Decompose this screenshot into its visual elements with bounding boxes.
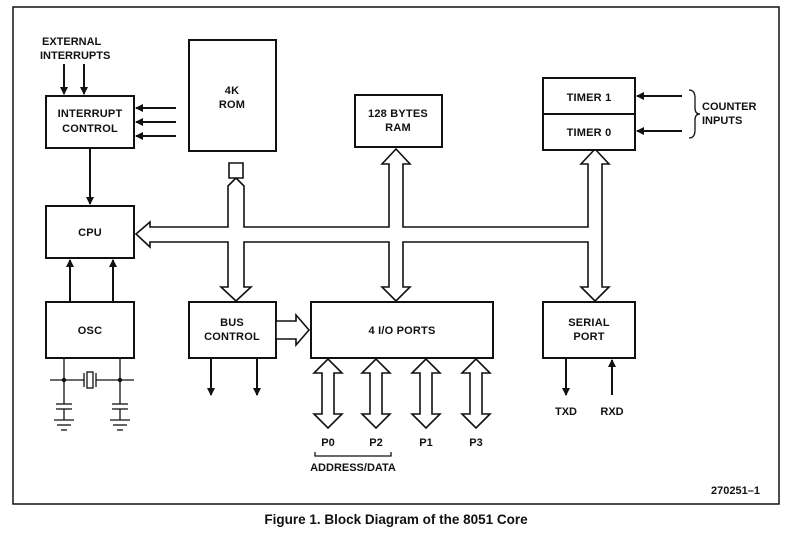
port-p0-label: P0 (321, 437, 334, 449)
internal-bus (134, 147, 611, 303)
counter-inputs-label-2: INPUTS (702, 115, 742, 127)
port-p3-label: P3 (469, 437, 482, 449)
ram-label-2: RAM (385, 122, 411, 134)
timer-block: TIMER 1 TIMER 0 (542, 77, 636, 151)
osc-label: OSC (78, 325, 102, 337)
txd-label: TXD (555, 406, 577, 418)
cpu-label: CPU (78, 227, 102, 239)
io-ports-block: 4 I/O PORTS (310, 301, 494, 359)
rom-label-1: 4K (225, 85, 239, 97)
crystal-circuit (50, 358, 134, 431)
serial-port-label-2: PORT (573, 331, 604, 343)
serial-port-label-1: SERIAL (568, 317, 610, 329)
address-data-label: ADDRESS/DATA (310, 462, 396, 474)
bus-control-to-io-arrow (275, 312, 311, 348)
port-p1-label: P1 (419, 437, 432, 449)
address-data-bracket (314, 452, 392, 457)
rxd-label: RXD (600, 406, 623, 418)
ram-label-1: 128 BYTES (368, 108, 428, 120)
port-arrows (312, 357, 492, 430)
timer1-label: TIMER 1 (567, 92, 612, 104)
external-interrupts-label-1: EXTERNAL (42, 36, 102, 48)
port-p2-label: P2 (369, 437, 382, 449)
cpu-block: CPU (45, 205, 135, 259)
figure-frame (12, 6, 780, 505)
interrupt-control-label-1: INTERRUPT (58, 108, 123, 120)
bus-control-label-1: BUS (220, 317, 244, 329)
interrupt-control-label-2: CONTROL (62, 123, 118, 135)
external-interrupts-label-2: INTERRUPTS (40, 50, 110, 62)
serial-port-block: SERIAL PORT (542, 301, 636, 359)
figure-caption: Figure 1. Block Diagram of the 8051 Core (264, 512, 528, 527)
ram-block: 128 BYTES RAM (354, 94, 443, 148)
counter-inputs-brace (688, 89, 701, 139)
rom-block: 4K ROM (188, 39, 277, 152)
interrupt-control-block: INTERRUPT CONTROL (45, 95, 135, 149)
figure-number: 270251–1 (711, 485, 760, 497)
osc-block: OSC (45, 301, 135, 359)
io-ports-label: 4 I/O PORTS (369, 325, 436, 337)
bus-control-label-2: CONTROL (204, 331, 260, 343)
rom-label-2: ROM (219, 99, 245, 111)
timer0-label: TIMER 0 (567, 127, 612, 139)
bus-control-block: BUS CONTROL (188, 301, 277, 359)
counter-inputs-label-1: COUNTER (702, 101, 756, 113)
